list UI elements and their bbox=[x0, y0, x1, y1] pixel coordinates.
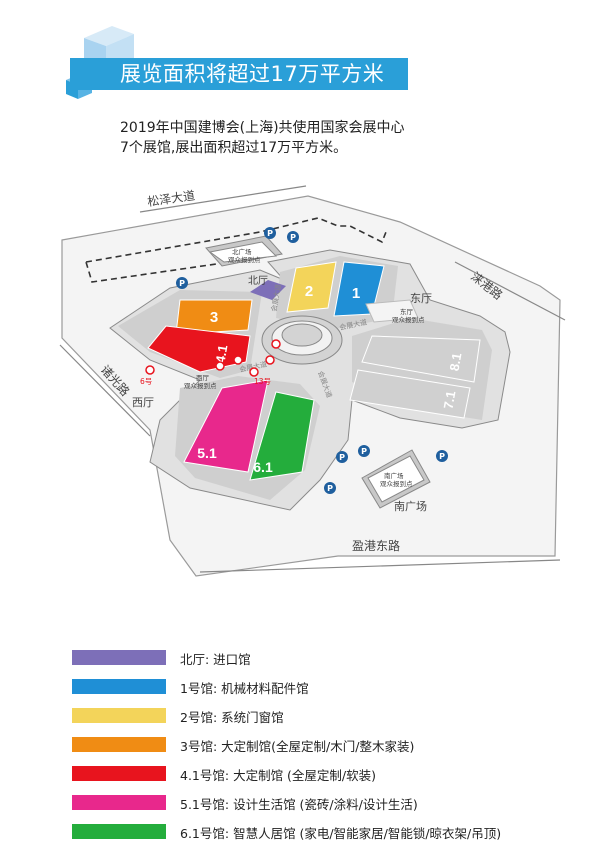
west-checkin: 西厅 观众报到点 bbox=[184, 374, 217, 390]
parking-icon: P bbox=[324, 482, 336, 494]
legend-label: 5.1号馆: 设计生活馆 (瓷砖/涂料/设计生活) bbox=[180, 797, 418, 812]
hall-6-1-label: 6.1 bbox=[253, 459, 273, 475]
gate-markers bbox=[145, 339, 281, 377]
svg-text:南广场: 南广场 bbox=[384, 471, 404, 480]
parking-markers: P P P P P P P bbox=[176, 227, 448, 494]
legend-swatch bbox=[72, 708, 166, 723]
legend-swatch bbox=[72, 650, 166, 665]
legend-item-hall-1: 1号馆: 机械材料配件馆 bbox=[72, 677, 592, 697]
legend-label: 3号馆: 大定制馆(全屋定制/木门/整木家装) bbox=[180, 739, 415, 754]
west-road bbox=[59, 344, 151, 437]
road-north-label: 松泽大道 bbox=[146, 188, 195, 209]
legend-label: 1号馆: 机械材料配件馆 bbox=[180, 681, 309, 696]
hall-5-1-label: 5.1 bbox=[197, 445, 217, 461]
svg-text:P: P bbox=[179, 279, 185, 288]
road-south-label: 盈港东路 bbox=[352, 538, 400, 553]
legend-swatch bbox=[72, 795, 166, 810]
legend-swatch bbox=[72, 766, 166, 781]
legend-label: 4.1号馆: 大定制馆 (全屋定制/软装) bbox=[180, 768, 377, 783]
east-road bbox=[454, 261, 566, 321]
north-hall[interactable] bbox=[250, 280, 286, 300]
legend-item-hall-5-1: 5.1号馆: 设计生活馆 (瓷砖/涂料/设计生活) bbox=[72, 793, 592, 813]
legend-item-north-hall: 北厅: 进口馆 bbox=[72, 648, 592, 668]
header-banner bbox=[70, 58, 408, 90]
legend-item-hall-3: 3号馆: 大定制馆(全屋定制/木门/整木家装) bbox=[72, 735, 592, 755]
parking-icon: P bbox=[358, 445, 370, 457]
gate-6-label: 6号 bbox=[140, 377, 152, 386]
parking-icon: P bbox=[264, 227, 276, 239]
svg-text:观众报到点: 观众报到点 bbox=[184, 381, 217, 390]
south-plaza-label: 南广场 bbox=[394, 499, 427, 513]
west-hall-label: 西厅 bbox=[132, 396, 154, 409]
east-checkin: 东厅 观众报到点 bbox=[365, 299, 425, 324]
north-road bbox=[139, 185, 307, 213]
legend-item-hall-6-1: 6.1号馆: 智慧人居馆 (家电/智能家居/智能锁/晾衣架/吊顶) bbox=[72, 822, 592, 842]
intro-line-2: 7个展馆,展出面积超过17万平方米。 bbox=[120, 140, 348, 156]
svg-text:P: P bbox=[290, 233, 296, 242]
north-hall-label: 北厅 bbox=[248, 275, 268, 287]
svg-text:观众报到点: 观众报到点 bbox=[380, 479, 413, 488]
svg-text:P: P bbox=[361, 447, 367, 456]
svg-text:北广场: 北广场 bbox=[232, 247, 252, 256]
svg-text:P: P bbox=[267, 229, 273, 238]
south-checkin: 南广场 观众报到点 bbox=[361, 449, 431, 509]
hall-2[interactable] bbox=[286, 261, 337, 313]
page-title: 展览面积将超过17万平方米 bbox=[120, 62, 385, 86]
svg-text:观众报到点: 观众报到点 bbox=[392, 315, 425, 324]
hall-7-1[interactable] bbox=[349, 369, 471, 419]
east-hall-label: 东厅 bbox=[410, 292, 432, 305]
hall-2-label: 2 bbox=[305, 283, 313, 300]
legend-item-hall-4-1: 4.1号馆: 大定制馆 (全屋定制/软装) bbox=[72, 764, 592, 784]
hall-4-1-label: 4.1 bbox=[213, 344, 231, 364]
gate-13-label: 13号 bbox=[254, 377, 271, 386]
hall-1-label: 1 bbox=[352, 285, 360, 302]
parking-icon: P bbox=[436, 450, 448, 462]
north-checkin: 北广场 观众报到点 bbox=[205, 235, 283, 267]
legend-swatch bbox=[72, 737, 166, 752]
parking-icon: P bbox=[336, 451, 348, 463]
legend-label: 6.1号馆: 智慧人居馆 (家电/智能家居/智能锁/晾衣架/吊顶) bbox=[180, 826, 502, 841]
hall-7-1-label: 7.1 bbox=[441, 390, 459, 410]
hall-8-1-label: 8.1 bbox=[447, 352, 465, 372]
hall-4-1[interactable] bbox=[147, 325, 251, 373]
parking-icon: P bbox=[287, 231, 299, 243]
hall-6-1[interactable] bbox=[249, 391, 315, 481]
central-roundabout bbox=[261, 315, 343, 365]
parking-icon: P bbox=[176, 277, 188, 289]
legend-swatch bbox=[72, 824, 166, 839]
intro-line-1: 2019年中国建博会(上海)共使用国家会展中心 bbox=[120, 120, 405, 136]
south-road bbox=[199, 559, 561, 573]
hall-8-1[interactable] bbox=[361, 335, 481, 383]
hall-3-label: 3 bbox=[210, 309, 218, 326]
svg-text:观众报到点: 观众报到点 bbox=[228, 255, 261, 264]
legend-label: 2号馆: 系统门窗馆 bbox=[180, 710, 284, 725]
svg-text:P: P bbox=[339, 453, 345, 462]
svg-text:P: P bbox=[439, 452, 445, 461]
svg-text:西厅: 西厅 bbox=[196, 374, 210, 382]
svg-text:东厅: 东厅 bbox=[400, 307, 414, 316]
svg-text:P: P bbox=[327, 484, 333, 493]
hall-3[interactable] bbox=[175, 299, 253, 335]
legend-label: 北厅: 进口馆 bbox=[180, 652, 251, 667]
legend-item-hall-2: 2号馆: 系统门窗馆 bbox=[72, 706, 592, 726]
intro-text: 2019年中国建博会(上海)共使用国家会展中心 7个展馆,展出面积超过17万平方… bbox=[120, 118, 520, 158]
legend-swatch bbox=[72, 679, 166, 694]
hall-5-1[interactable] bbox=[183, 379, 269, 473]
